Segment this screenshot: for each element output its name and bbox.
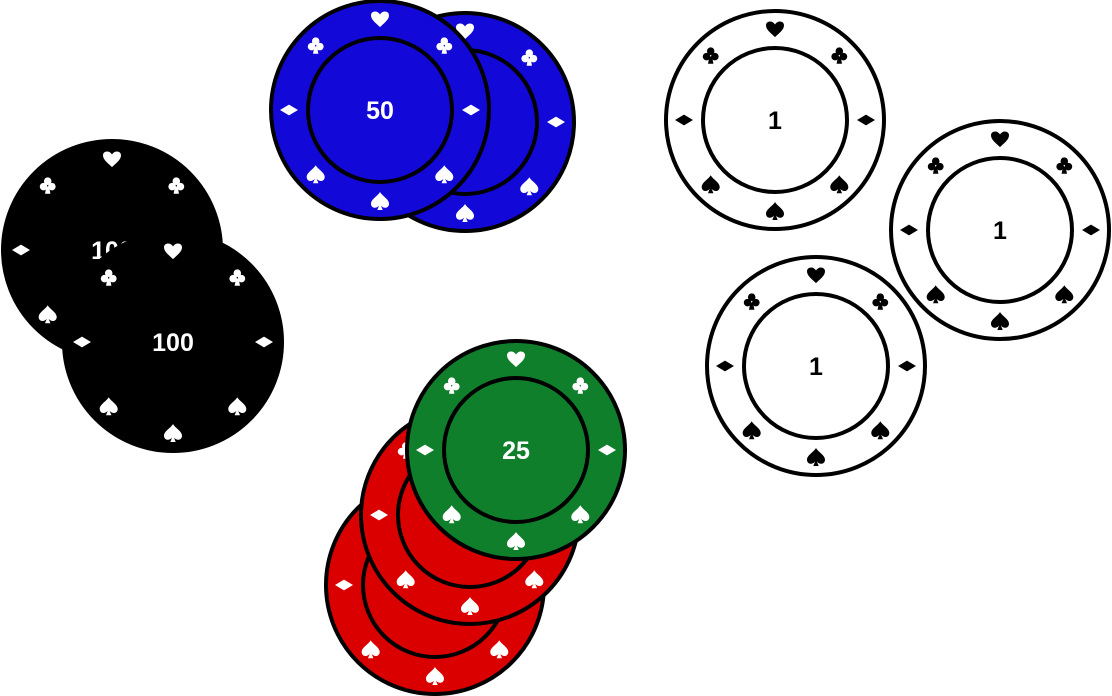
- green-chip-top[interactable]: 25: [405, 339, 627, 561]
- chip-inner-ring: [742, 292, 890, 440]
- chip-inner-ring: [926, 156, 1074, 304]
- chip-body: [405, 339, 627, 561]
- chip-value: 1: [993, 217, 1007, 245]
- chip-body: [62, 231, 284, 453]
- white-chip-1[interactable]: 1: [664, 9, 886, 231]
- blue-chip-front[interactable]: 50: [269, 0, 491, 221]
- chip-value: 1: [809, 353, 823, 381]
- chip-body: [269, 0, 491, 221]
- chip-inner-ring: [306, 36, 454, 184]
- black-chip-front[interactable]: 100: [62, 231, 284, 453]
- chip-value: 50: [366, 97, 394, 125]
- chip-inner-ring: [701, 46, 849, 194]
- chip-body: [889, 119, 1111, 341]
- chip-value: 100: [152, 329, 194, 357]
- chip-body: [664, 9, 886, 231]
- chip-inner-ring: [442, 376, 590, 524]
- white-chip-2[interactable]: 1: [889, 119, 1111, 341]
- white-chip-3[interactable]: 1: [705, 255, 927, 477]
- chip-value: 25: [502, 437, 530, 465]
- chip-body: [705, 255, 927, 477]
- chip-value: 1: [768, 107, 782, 135]
